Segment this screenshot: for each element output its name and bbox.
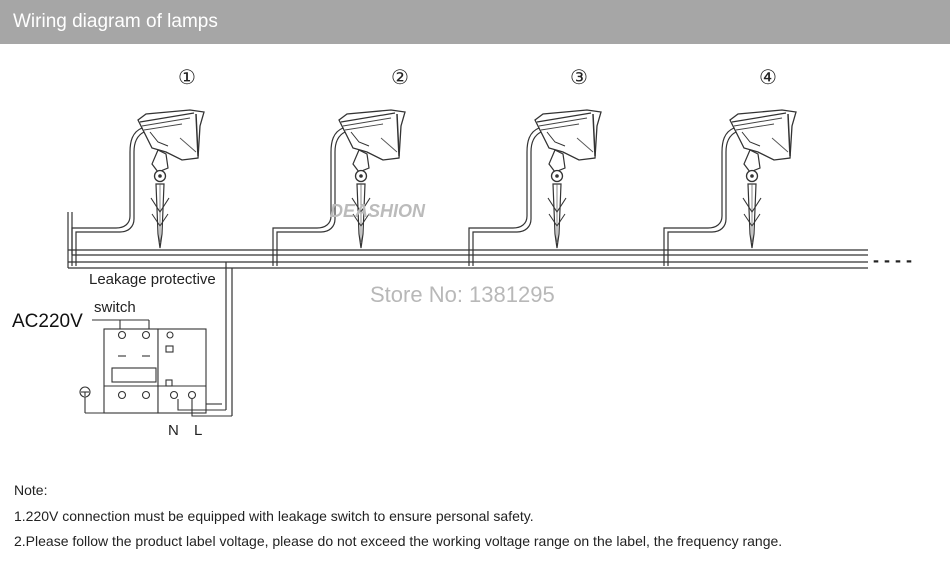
supply-voltage-label: AC220V: [12, 311, 83, 332]
wiring-diagram: ① ② ③ ④ - - - -: [12, 67, 912, 439]
wire-continuation: - - - -: [873, 250, 912, 270]
breaker-output-wires: [177, 399, 232, 417]
breaker-label-switch: switch: [94, 299, 136, 316]
store-watermark: Store No: 1381295: [370, 282, 555, 307]
note-item-2: 2.Please follow the product label voltag…: [14, 533, 783, 549]
breaker-label: Leakage protective: [89, 271, 216, 288]
lamp-2: [272, 109, 406, 267]
brand-watermark: DEASHION: [330, 201, 426, 221]
lamp-4: [663, 109, 797, 267]
note-item-1: 1.220V connection must be equipped with …: [14, 507, 534, 524]
ground-symbol: [79, 386, 104, 414]
leakage-switch: [92, 319, 207, 414]
page-title: Wiring diagram of lamps: [13, 11, 218, 32]
lamp-3: [468, 109, 602, 267]
lamp-1: [71, 109, 205, 267]
notes-heading: Note:: [14, 482, 48, 498]
lamp-number-3: ③: [570, 67, 588, 89]
lamp-number-4: ④: [759, 67, 777, 89]
header-bar: Wiring diagram of lamps: [0, 0, 950, 44]
lamp-number-1: ①: [178, 67, 196, 89]
notes-section: Note: 1.220V connection must be equipped…: [14, 478, 782, 555]
live-label: L: [194, 422, 202, 439]
lamp-number-2: ②: [391, 67, 409, 89]
neutral-label: N: [168, 422, 179, 439]
main-wire-bus: [67, 212, 868, 416]
